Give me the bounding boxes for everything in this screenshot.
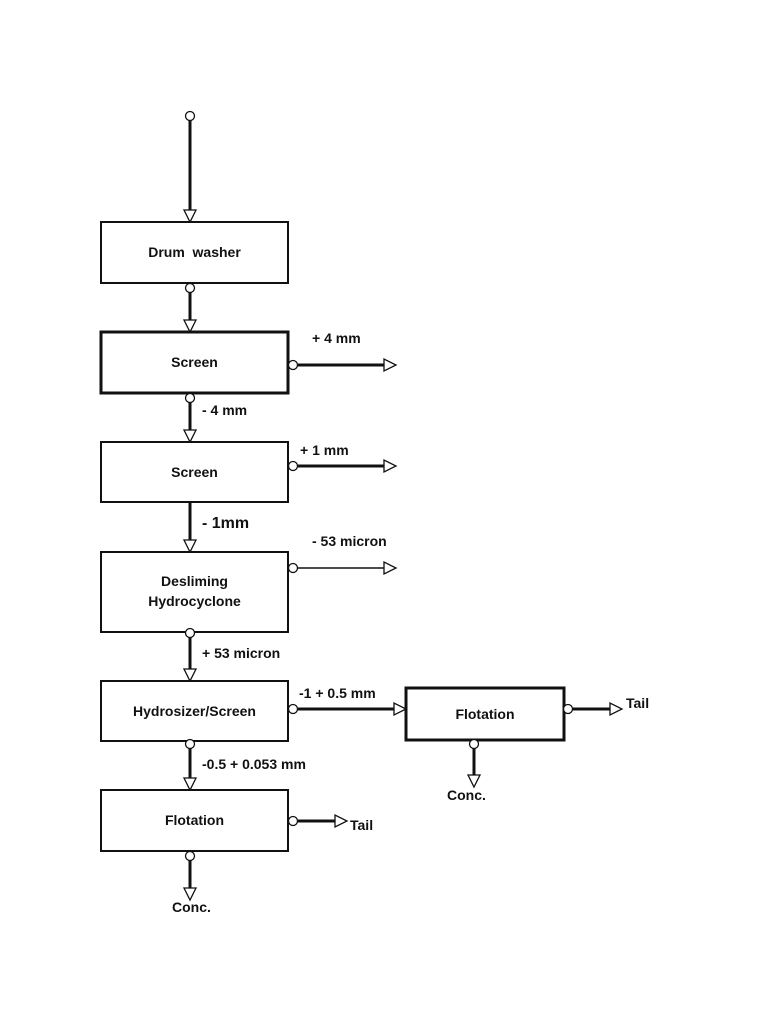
side-flotation-conc-label: Conc. <box>447 787 486 803</box>
side-flotation-tail-node <box>562 703 574 715</box>
screen-2-label: Screen <box>171 464 218 480</box>
drum-to-screen-arrowhead <box>182 319 198 334</box>
hydrosizer-label: Hydrosizer/Screen <box>133 703 256 719</box>
screen-1-box: Screen <box>99 330 290 395</box>
cyclone-overflow-node <box>287 562 299 574</box>
screen-1-undersize-node <box>184 392 196 404</box>
cyclone-underflow-arrowhead <box>182 668 198 683</box>
screen-2-oversize-arrowhead <box>383 458 398 474</box>
screen-2-oversize-node <box>287 460 299 472</box>
desliming-label-line2: Hydrocyclone <box>148 593 241 609</box>
screen-1-label: Screen <box>171 354 218 370</box>
side-flotation-box: Flotation <box>404 686 566 742</box>
main-flotation-box: Flotation <box>100 789 289 852</box>
screen-2-undersize-label: - 1mm <box>202 515 249 532</box>
cyclone-underflow-label: + 53 micron <box>202 645 280 661</box>
main-flotation-conc-node <box>184 850 196 862</box>
side-flotation-conc-arrowhead <box>466 774 482 789</box>
feed-arrowhead <box>182 209 198 224</box>
screen-2-undersize-arrowhead <box>182 539 198 554</box>
cyclone-underflow-node <box>184 627 196 639</box>
hydrosizer-coarse-label: -1 + 0.5 mm <box>299 685 376 701</box>
drum-washer-outlet-node <box>184 282 196 294</box>
screen-1-undersize-label: - 4 mm <box>202 402 247 418</box>
desliming-label-line1: Desliming <box>161 573 228 589</box>
hydrosizer-coarse-node <box>287 703 299 715</box>
desliming-hydrocyclone-box: Desliming Hydrocyclone <box>100 551 289 633</box>
side-flotation-conc-node <box>468 738 480 750</box>
screen-2-box: Screen <box>100 441 289 503</box>
cyclone-overflow-arrowhead <box>383 560 398 576</box>
cyclone-overflow-label: - 53 micron <box>312 533 387 549</box>
screen-1-oversize-label: + 4 mm <box>312 330 361 346</box>
screen-1-oversize-node <box>287 359 299 371</box>
side-flotation-tail-arrowhead <box>609 701 624 717</box>
screen-1-oversize-arrowhead <box>383 357 398 373</box>
main-flotation-label: Flotation <box>165 812 224 828</box>
hydrosizer-coarse-arrowhead <box>393 701 408 717</box>
main-flotation-tail-label: Tail <box>350 817 373 833</box>
main-flotation-conc-label: Conc. <box>172 899 211 915</box>
feed-node <box>184 110 196 122</box>
main-flotation-tail-node <box>287 815 299 827</box>
hydrosizer-screen-box: Hydrosizer/Screen <box>100 680 289 742</box>
main-flotation-tail-arrowhead <box>334 813 349 829</box>
side-flotation-label: Flotation <box>455 706 514 722</box>
side-flotation-tail-label: Tail <box>626 695 649 711</box>
screen-2-oversize-label: + 1 mm <box>300 442 349 458</box>
drum-washer-box: Drum washer <box>100 221 289 284</box>
main-flotation-conc-arrowhead <box>182 887 198 902</box>
hydrosizer-fine-arrowhead <box>182 777 198 792</box>
hydrosizer-fine-label: -0.5 + 0.053 mm <box>202 756 306 772</box>
screen-1-undersize-arrowhead <box>182 429 198 444</box>
hydrosizer-fine-node <box>184 738 196 750</box>
drum-washer-label: Drum washer <box>148 244 241 260</box>
